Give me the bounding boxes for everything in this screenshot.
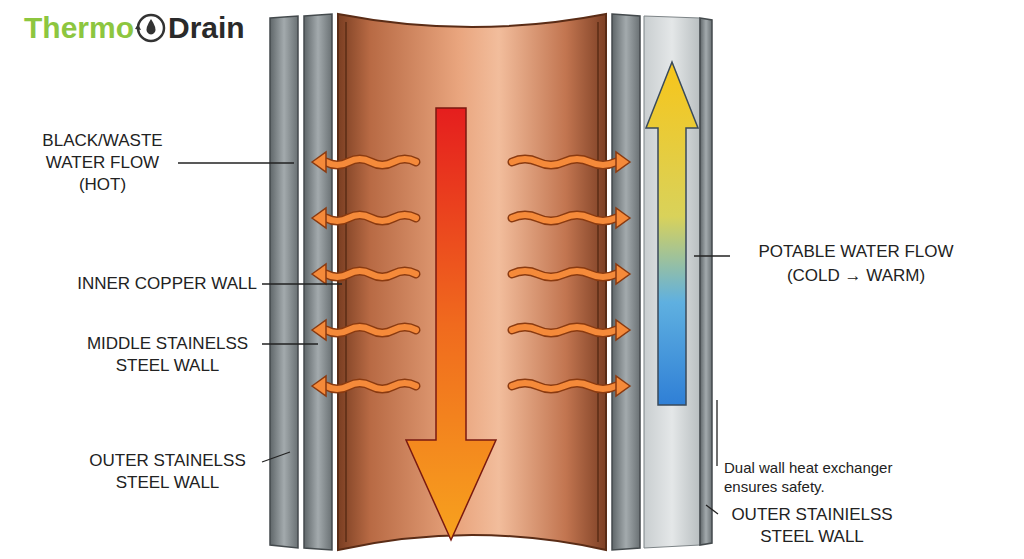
heat-wave [512, 271, 616, 277]
heat-wave [512, 383, 616, 389]
leader-lines [178, 163, 730, 514]
heat-wave [326, 159, 416, 165]
heat-wave [326, 383, 416, 389]
note: Dual wall heat exchanger ensures safety. [724, 458, 929, 496]
logo-icon [135, 15, 164, 41]
heat-wave [512, 327, 616, 333]
heat-wave-head [616, 376, 630, 396]
heat-wave [326, 159, 416, 165]
heat-wave-head [616, 320, 630, 340]
potable-channel [644, 16, 700, 548]
heat-wave-head [616, 208, 630, 228]
heat-wave-head [312, 208, 326, 228]
heat-wave [512, 327, 616, 333]
part-label: OUTER STAINIELSS STEEL WALL [722, 504, 902, 548]
heat-wave-head [616, 152, 630, 172]
heat-wave-head [312, 152, 326, 172]
heat-wave [512, 159, 616, 165]
heat-wave-head [312, 264, 326, 284]
heat-wave [512, 215, 616, 221]
part-label: OUTER STAINELSS STEEL WALL [75, 450, 260, 494]
heat-wave-head [312, 376, 326, 396]
heat-wave [326, 271, 416, 277]
potable-flow-arrow [646, 62, 698, 405]
heat-wave [512, 215, 616, 221]
heat-wave [326, 327, 416, 333]
logo-word: Drain [168, 8, 245, 48]
heat-wave-head [312, 320, 326, 340]
middle-steel-wall-right [612, 14, 640, 550]
hot-flow-arrow [406, 108, 496, 540]
heat-transfer-waves [312, 152, 630, 396]
heat-wave [326, 215, 416, 221]
heat-wave [512, 159, 616, 165]
outer-steel-wall-left [270, 16, 298, 548]
heat-wave [512, 271, 616, 277]
heat-wave [326, 383, 416, 389]
copper-edge [597, 22, 599, 542]
heat-wave-head [616, 264, 630, 284]
heat-wave [326, 271, 416, 277]
middle-steel-wall-left [304, 14, 332, 550]
heat-wave [512, 383, 616, 389]
heat-wave [326, 327, 416, 333]
heat-wave [326, 215, 416, 221]
flow-label: POTABLE WATER FLOW (COLD → WARM) [736, 240, 976, 288]
logo-word: Thermo [24, 8, 134, 48]
part-label: BLACK/WASTE WATER FLOW (HOT) [30, 130, 175, 196]
inner-copper-wall [338, 14, 606, 550]
part-label: MIDDLE STAINELSS STEEL WALL [75, 333, 260, 377]
outer-steel-wall-right [700, 18, 712, 545]
part-label: INNER COPPER WALL [15, 273, 257, 295]
copper-edge [345, 22, 347, 542]
